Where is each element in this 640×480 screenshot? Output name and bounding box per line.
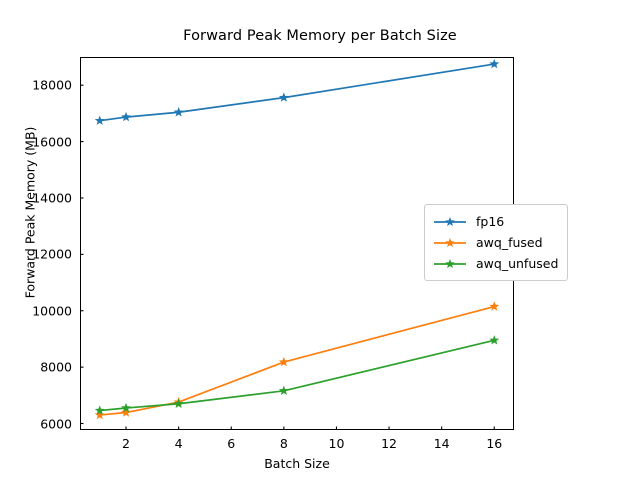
data-point-marker	[173, 107, 184, 117]
series-line	[99, 339, 495, 412]
x-tick-label: 6	[227, 436, 236, 451]
series-awq_unfused	[94, 335, 500, 415]
y-tick-label: 10000	[32, 303, 72, 319]
data-point-marker	[121, 407, 131, 417]
y-tick-label: 6000	[40, 416, 72, 431]
x-tick-label: 14	[433, 436, 450, 451]
data-point-marker	[94, 115, 105, 125]
legend-label: awq_fused	[476, 235, 543, 250]
y-axis-tick-labels: 6000 8000 10000 12000 14000 16000 18000	[0, 57, 72, 431]
series-line	[99, 305, 495, 416]
legend-label: fp16	[476, 214, 505, 229]
legend-item-fp16[interactable]: fp16	[433, 211, 558, 232]
x-tick-label: 4	[174, 436, 183, 451]
y-tick-label: 14000	[32, 190, 72, 206]
data-point-marker	[94, 409, 105, 420]
data-point-marker	[121, 402, 131, 413]
series-line	[99, 63, 495, 122]
y-tick-label: 12000	[32, 246, 72, 262]
y-tick-label: 18000	[32, 77, 72, 93]
series-awq_fused	[94, 301, 500, 420]
legend-swatch	[434, 258, 466, 268]
series-fp16	[94, 58, 500, 125]
x-tick-label: 2	[122, 436, 130, 451]
data-point-marker	[278, 356, 289, 367]
x-tick-label: 8	[279, 436, 288, 451]
plot-lines	[80, 58, 500, 430]
y-tick-label: 8000	[40, 359, 72, 375]
data-point-marker	[278, 385, 289, 396]
x-axis-label: Batch Size	[264, 456, 330, 471]
x-tick-label: 10	[328, 436, 345, 451]
data-point-marker	[489, 301, 500, 311]
legend-label: awq_unfused	[476, 256, 559, 271]
legend-item-awq_unfused[interactable]: awq_unfused	[433, 253, 558, 274]
y-tick-label: 16000	[32, 134, 72, 150]
x-axis-tick-labels: 2 4 6 8 10 12 14 16	[80, 436, 514, 454]
chart-legend: fp16 awq_fused awq_unfused	[424, 204, 569, 281]
legend-swatch	[434, 237, 466, 247]
data-point-marker	[173, 398, 184, 408]
x-tick-label: 16	[486, 436, 503, 451]
chart-title: Forward Peak Memory per Batch Size	[183, 28, 457, 44]
data-point-marker	[489, 58, 500, 69]
data-point-marker	[278, 92, 289, 102]
data-point-marker	[489, 335, 500, 345]
x-tick-label: 12	[381, 436, 397, 451]
data-point-marker	[121, 111, 131, 122]
legend-item-awq_fused[interactable]: awq_fused	[433, 232, 558, 253]
legend-swatch	[434, 216, 466, 226]
data-point-marker	[94, 405, 105, 415]
